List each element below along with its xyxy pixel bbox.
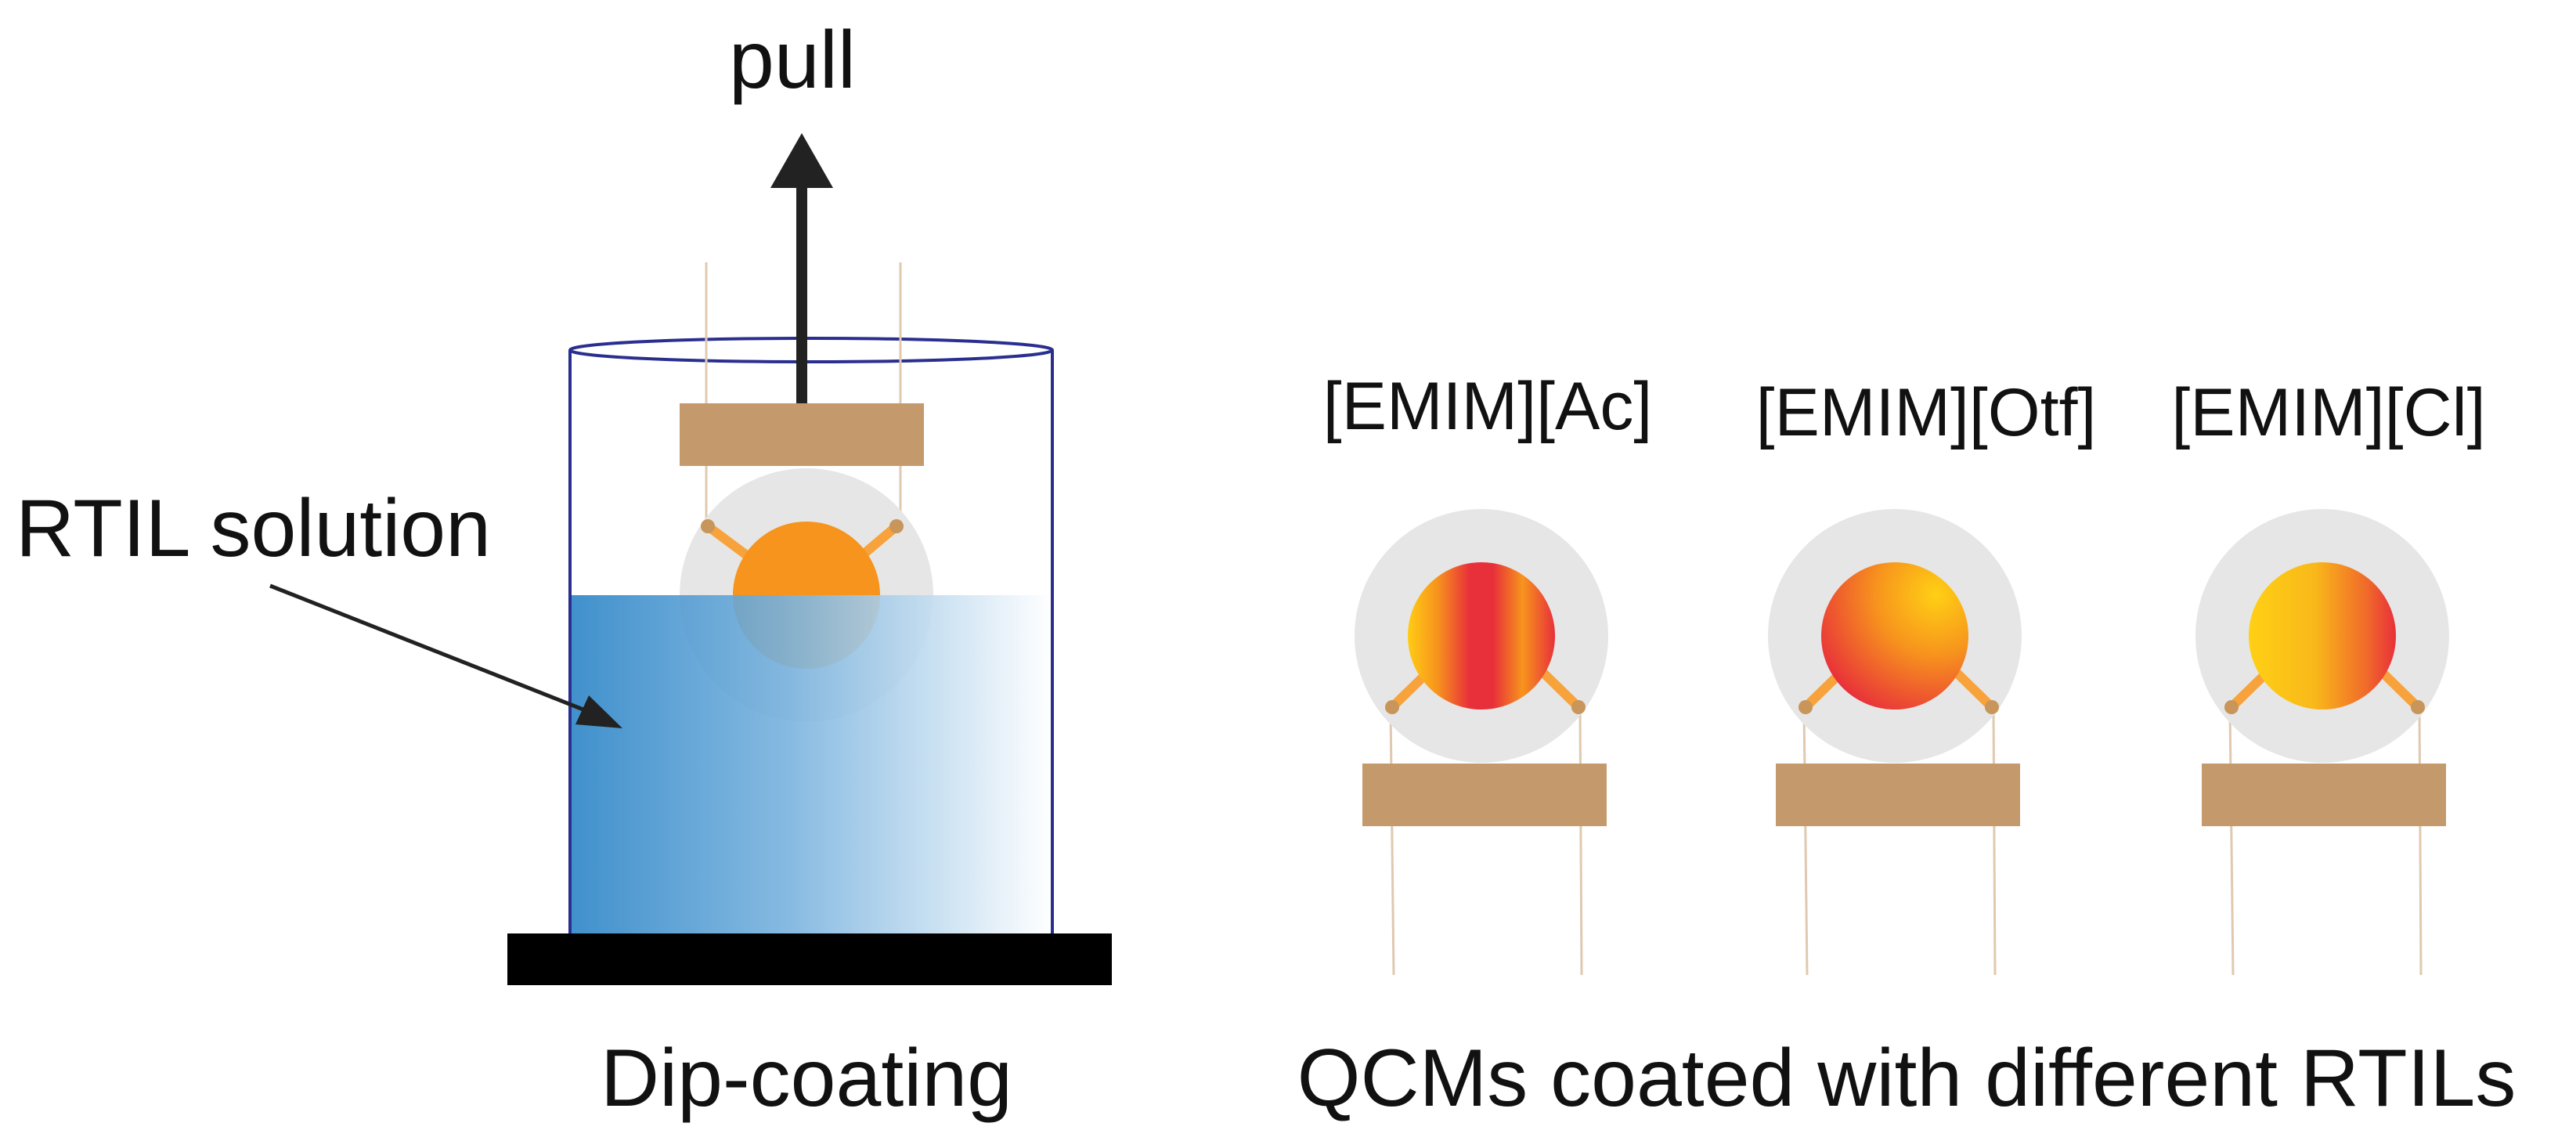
pointer-arrow-icon: [575, 695, 622, 728]
sensor-lead-left: [1387, 669, 1431, 712]
pointer-arrow-line: [269, 583, 596, 717]
sensor-lead-dot: [1799, 700, 1813, 714]
coated-crystal-emim-otf: [1821, 562, 1968, 710]
sensor-wire-left: [1802, 708, 1809, 976]
pull-label: pull: [729, 15, 856, 106]
sensor-lead-right: [2379, 669, 2423, 712]
dip-coating-label: Dip-coating: [601, 1033, 1012, 1124]
sensor-lead-dot: [1385, 700, 1399, 714]
sensor-label-emim-otf: [EMIM][Otf]: [1756, 375, 2097, 450]
crystal-holder: [680, 403, 924, 466]
sensor-holder: [1776, 764, 2020, 826]
sensor-wire-right: [1992, 708, 1997, 976]
coated-crystal-emim-ac: [1408, 562, 1555, 710]
sensor-lead-left: [2227, 669, 2271, 712]
sensor-lead-right: [1539, 669, 1583, 712]
sensor-label-emim-cl: [EMIM][Cl]: [2171, 375, 2485, 450]
sensor-wire-left: [1389, 708, 1395, 976]
crystal-lead-right: [857, 522, 901, 561]
sensor-wire-right: [1578, 708, 1583, 976]
sensor-lead-dot: [2411, 700, 2425, 714]
beaker-rim: [568, 337, 1054, 363]
stage-base: [507, 933, 1112, 985]
qcm-sensor-emim-cl: [EMIM][Cl]: [2171, 375, 2486, 976]
rtil-solution-label: RTIL solution: [16, 483, 491, 574]
rtil-solution-liquid: [570, 595, 1052, 933]
sensor-label-emim-ac: [EMIM][Ac]: [1323, 369, 1652, 444]
coated-crystal-emim-cl: [2249, 562, 2396, 710]
crystal-lead-dot-right: [889, 519, 904, 533]
up-arrow-icon: [770, 133, 833, 188]
sensor-holder: [2202, 764, 2446, 826]
sensor-holder: [1362, 764, 1607, 826]
sensor-lead-dot: [2224, 700, 2239, 714]
sensor-lead-right: [1953, 669, 1997, 712]
sensor-wire-left: [2228, 708, 2235, 976]
sensor-lead-dot: [1985, 700, 1999, 714]
crystal-lead-dot-left: [701, 519, 715, 533]
sensor-wire-right: [2418, 708, 2423, 976]
crystal-lead-left: [703, 522, 752, 561]
sensor-lead-dot: [1571, 700, 1586, 714]
qcm-sensor-emim-otf: [EMIM][Otf]: [1756, 375, 2097, 976]
sensor-lead-left: [1801, 669, 1845, 712]
qcms-caption: QCMs coated with different RTILs: [1297, 1033, 2516, 1124]
qcm-sensor-emim-ac: [EMIM][Ac]: [1323, 369, 1652, 976]
